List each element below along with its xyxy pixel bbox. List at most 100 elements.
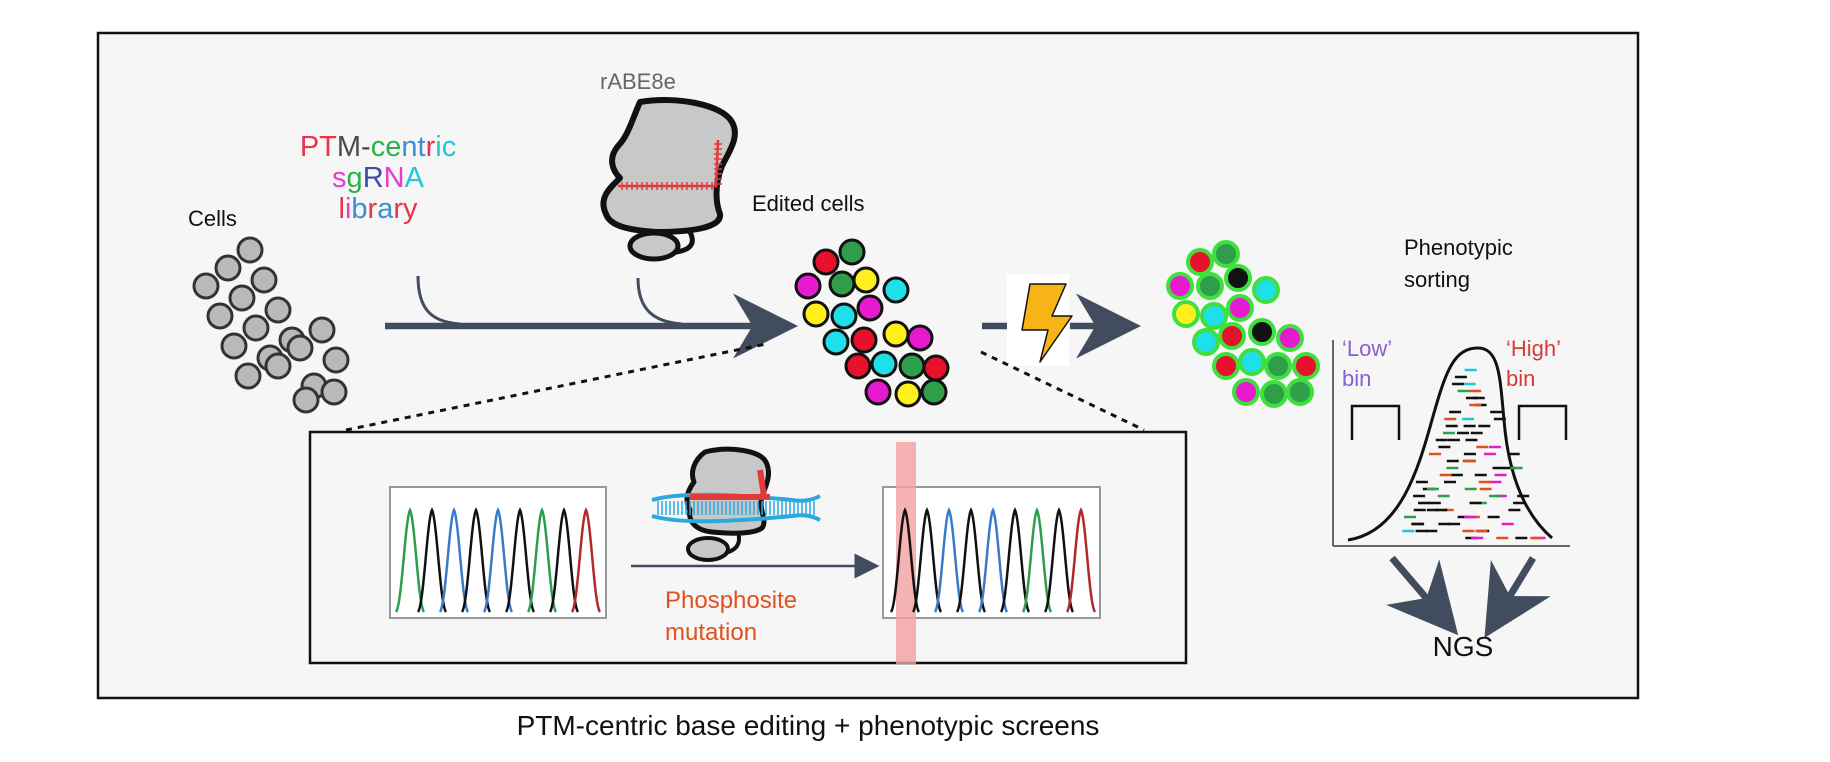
- chromatogram-peak: [1021, 507, 1053, 613]
- library-letter: i: [435, 131, 441, 163]
- chromatogram-peak: [482, 507, 514, 613]
- stimulated-cell: [1186, 248, 1214, 276]
- cells-label: Cells: [188, 206, 237, 231]
- library-letter: A: [405, 162, 425, 194]
- library-letter: R: [363, 162, 384, 194]
- edited-cells-label: Edited cells: [752, 191, 865, 216]
- chromatogram-peak: [416, 507, 448, 613]
- edited-cell: [906, 324, 934, 352]
- edited-cell: [838, 238, 866, 266]
- edited-cell: [898, 352, 926, 380]
- stimulated-cell: [1260, 380, 1288, 408]
- edited-cell: [894, 380, 922, 408]
- grey-cell: [228, 284, 256, 312]
- library-letter: N: [384, 162, 405, 194]
- grey-cell: [220, 332, 248, 360]
- library-letter: e: [385, 131, 401, 163]
- stimulated-cell: [1200, 302, 1228, 330]
- library-letter: T: [319, 131, 337, 163]
- chromatogram-peak: [570, 507, 602, 613]
- high-bin-gate: [1517, 404, 1568, 440]
- chromatogram-peak: [977, 507, 1009, 613]
- edited-cell-cluster: [794, 238, 950, 408]
- chromatogram-peak: [955, 507, 987, 613]
- editor-label: rABE8e: [600, 69, 676, 94]
- edited-cell: [922, 354, 950, 382]
- sorting-histogram: [1332, 340, 1570, 547]
- chromatogram-peak: [999, 507, 1031, 613]
- edited-cell: [844, 352, 872, 380]
- low-bin-label-line1: ‘Low’: [1342, 336, 1392, 361]
- stimulated-cell: [1212, 240, 1240, 268]
- edited-cell: [856, 294, 884, 322]
- grey-cell: [242, 314, 270, 342]
- edited-cell: [870, 350, 898, 378]
- grey-cell: [234, 362, 262, 390]
- editor-dna-complex-icon: [651, 446, 821, 562]
- sequencing-chromatogram-edited: [889, 507, 1097, 613]
- chromatogram-peak: [548, 507, 580, 613]
- stimulated-cell: [1248, 318, 1276, 346]
- edited-cell: [850, 326, 878, 354]
- chromatogram-peak: [911, 507, 943, 613]
- edited-cell: [882, 320, 910, 348]
- edited-cell: [802, 300, 830, 328]
- phenotypic-sorting-line2: sorting: [1404, 267, 1470, 292]
- high-bin-label-line1: ‘High’: [1506, 336, 1561, 361]
- edited-cell: [828, 270, 856, 298]
- stimulated-cell: [1232, 378, 1260, 406]
- chromatogram-peak: [460, 507, 492, 613]
- grey-cell: [308, 316, 336, 344]
- grey-cell: [206, 302, 234, 330]
- stimulated-cell: [1166, 272, 1194, 300]
- sequencing-chromatogram-icon: [394, 507, 602, 613]
- library-letter: a: [377, 193, 394, 225]
- grey-cell: [192, 272, 220, 300]
- library-label-line3: library: [338, 193, 418, 225]
- stimulated-cell: [1172, 300, 1200, 328]
- chromatogram-peak: [889, 507, 921, 613]
- ngs-arrow-left: [1386, 555, 1459, 636]
- edited-cell: [830, 302, 858, 330]
- chromatogram-peak: [1065, 507, 1097, 613]
- ngs-label: NGS: [1433, 631, 1494, 662]
- grey-cell: [264, 296, 292, 324]
- grey-cell: [250, 266, 278, 294]
- phenotypic-sorting-line1: Phenotypic: [1404, 235, 1513, 260]
- grey-cell: [292, 386, 320, 414]
- library-letter: i: [345, 193, 351, 225]
- library-letter: r: [393, 193, 403, 225]
- edited-cell: [794, 272, 822, 300]
- chromatogram-peak: [933, 507, 965, 613]
- stimulated-cell: [1292, 352, 1320, 380]
- library-letter: r: [426, 131, 436, 163]
- stimulated-cell: [1192, 328, 1220, 356]
- library-letter: n: [401, 131, 417, 163]
- grey-cell: [236, 236, 264, 264]
- stimulated-cell: [1286, 378, 1314, 406]
- library-letter: P: [300, 131, 319, 163]
- high-bin-label-line2: bin: [1506, 366, 1535, 391]
- low-bin-gate: [1350, 404, 1401, 440]
- library-letter: M: [337, 131, 361, 163]
- edited-cell: [822, 328, 850, 356]
- stimulated-cell: [1224, 264, 1252, 292]
- library-letter: c: [442, 131, 457, 163]
- grey-cell: [286, 334, 314, 362]
- edited-cell: [882, 276, 910, 304]
- library-letter: y: [403, 193, 418, 225]
- edited-cell: [812, 248, 840, 276]
- library-letter: l: [338, 193, 344, 225]
- grey-cell: [264, 352, 292, 380]
- grey-cell: [322, 346, 350, 374]
- stimulated-cell: [1238, 348, 1266, 376]
- library-letter: -: [361, 131, 371, 163]
- library-letter: g: [347, 162, 363, 194]
- library-label-line1: PTM-centric: [300, 131, 456, 163]
- stimulated-cell: [1218, 322, 1246, 350]
- stimulated-cell: [1264, 352, 1292, 380]
- ngs-arrow-right: [1484, 556, 1551, 638]
- library-letter: r: [368, 193, 378, 225]
